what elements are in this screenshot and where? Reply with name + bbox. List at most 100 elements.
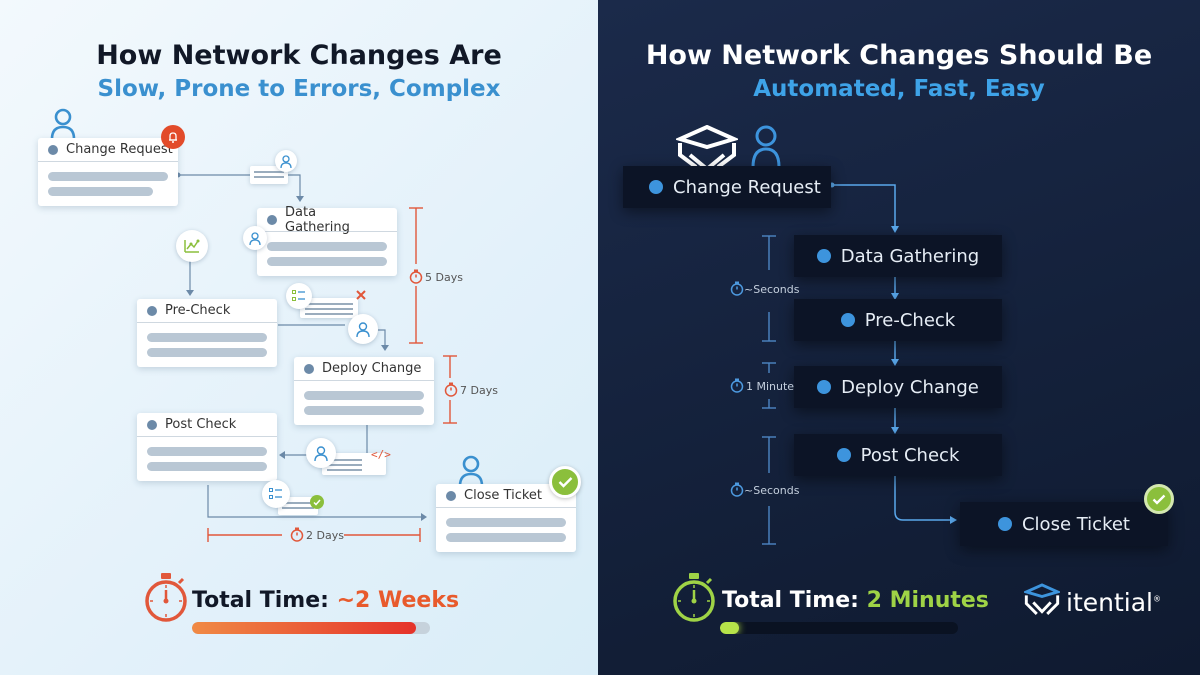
placeholder-bar: [147, 447, 267, 456]
left-panel: How Network Changes Are Slow, Prone to E…: [0, 0, 598, 675]
placeholder-bar: [446, 518, 566, 527]
checklist-icon: [286, 283, 312, 309]
right-subtitle: Automated, Fast, Easy: [753, 76, 1045, 102]
right-title: How Network Changes Should Be: [645, 40, 1153, 71]
duration-label: 1 Minute: [746, 380, 795, 393]
status-dot: [147, 419, 157, 430]
duration-label: 2 Days: [306, 529, 344, 542]
placeholder-bar: [147, 462, 267, 471]
placeholder-bar: [446, 533, 566, 542]
progress-fill: [720, 622, 740, 634]
total-time-text: Total Time: ~2 Weeks: [192, 588, 459, 613]
stopwatch-icon: [444, 382, 458, 397]
right-panel: How Network Changes Should Be Automated,…: [598, 0, 1200, 675]
right-card-deploy-change: Deploy Change: [794, 366, 1002, 408]
placeholder-bar: [147, 333, 267, 342]
duration-label: ~Seconds: [744, 484, 800, 497]
user-icon: [306, 438, 336, 468]
card-header: Close Ticket: [436, 484, 576, 508]
status-dot: [840, 313, 855, 327]
card-label: Data Gathering: [285, 204, 350, 235]
card-header: Post Check: [137, 413, 277, 437]
left-card-pre-check: Pre-Check: [137, 299, 277, 367]
card-label: Pre-Check: [165, 303, 231, 318]
brand-mark: ®: [1153, 594, 1161, 604]
card-header: Change Request: [38, 138, 178, 162]
placeholder-bar: [267, 257, 387, 266]
itential-logo-icon: [1024, 583, 1060, 615]
chart-icon: [176, 230, 208, 262]
left-card-change-request: Change Request: [38, 138, 178, 206]
placeholder-bar: [48, 187, 153, 196]
duration-label: 7 Days: [460, 384, 498, 397]
stopwatch-icon: [145, 573, 187, 622]
left-card-data-gathering: Data Gathering: [257, 204, 397, 276]
card-label: Post Check: [860, 444, 960, 466]
itential-logo-icon: [676, 125, 738, 169]
right-card-pre-check: Pre-Check: [794, 299, 1002, 341]
progress-bar: [720, 622, 958, 634]
right-connectors: [762, 182, 957, 545]
right-card-change-request: Change Request: [623, 166, 831, 208]
status-dot: [267, 214, 277, 225]
check-badge-icon: [310, 495, 324, 509]
stopwatch-icon: [409, 269, 423, 284]
card-label: Close Ticket: [1021, 513, 1130, 535]
code-card: [322, 453, 386, 475]
checklist-card: [278, 497, 318, 515]
placeholder-bar: [304, 391, 424, 400]
card-label: Data Gathering: [840, 245, 980, 267]
user-icon: [50, 108, 76, 140]
checklist-card: [300, 298, 358, 318]
status-dot: [816, 249, 831, 263]
left-card-deploy-change: Deploy Change: [294, 357, 434, 425]
duration-label: 5 Days: [425, 271, 463, 284]
stopwatch-icon: [730, 281, 744, 296]
user-icon: [348, 314, 378, 344]
alarm-bell-icon: [161, 125, 185, 149]
right-card-close-ticket: Close Ticket: [960, 502, 1168, 546]
placeholder-bar: [267, 242, 387, 251]
left-connectors: [175, 172, 457, 542]
total-time-label: Total Time:: [722, 588, 859, 613]
card-label: Deploy Change: [841, 376, 979, 398]
placeholder-bar: [304, 406, 424, 415]
error-x-icon: [356, 290, 366, 300]
status-dot: [147, 305, 157, 316]
chat-bubble: [250, 166, 288, 184]
card-header: Data Gathering: [257, 204, 397, 235]
right-card-data-gathering: Data Gathering: [794, 235, 1002, 277]
checklist-icon: [262, 480, 290, 508]
total-time-text: Total Time: 2 Minutes: [722, 588, 989, 613]
progress-bar: [192, 622, 430, 634]
user-icon: [458, 455, 484, 487]
status-dot: [997, 517, 1012, 531]
total-time-label: Total Time:: [192, 588, 329, 613]
brand-text: itential: [1066, 588, 1153, 617]
status-dot: [304, 363, 314, 374]
user-icon: [243, 226, 267, 250]
card-label: Post Check: [165, 417, 237, 432]
left-title: How Network Changes Are: [96, 40, 502, 71]
chat-user-icon: [275, 150, 297, 172]
card-label: Change Request: [66, 142, 173, 157]
code-icon: </>: [371, 448, 391, 461]
placeholder-bar: [48, 172, 168, 181]
left-card-post-check: Post Check: [137, 413, 277, 481]
total-time-value: 2 Minutes: [866, 588, 989, 613]
duration-label: ~Seconds: [744, 283, 800, 296]
status-dot: [48, 144, 58, 155]
card-header: Deploy Change: [294, 357, 434, 381]
check-badge-icon: [549, 466, 581, 498]
user-icon: [751, 125, 781, 167]
status-dot: [817, 380, 832, 394]
card-label: Pre-Check: [864, 309, 956, 331]
card-label: Close Ticket: [464, 488, 543, 503]
left-card-close-ticket: Close Ticket: [436, 484, 576, 552]
total-time-value: ~2 Weeks: [336, 588, 460, 613]
status-dot: [836, 448, 851, 462]
right-card-post-check: Post Check: [794, 434, 1002, 476]
card-header: Pre-Check: [137, 299, 277, 323]
stopwatch-icon: [673, 573, 715, 622]
status-dot: [649, 180, 663, 194]
